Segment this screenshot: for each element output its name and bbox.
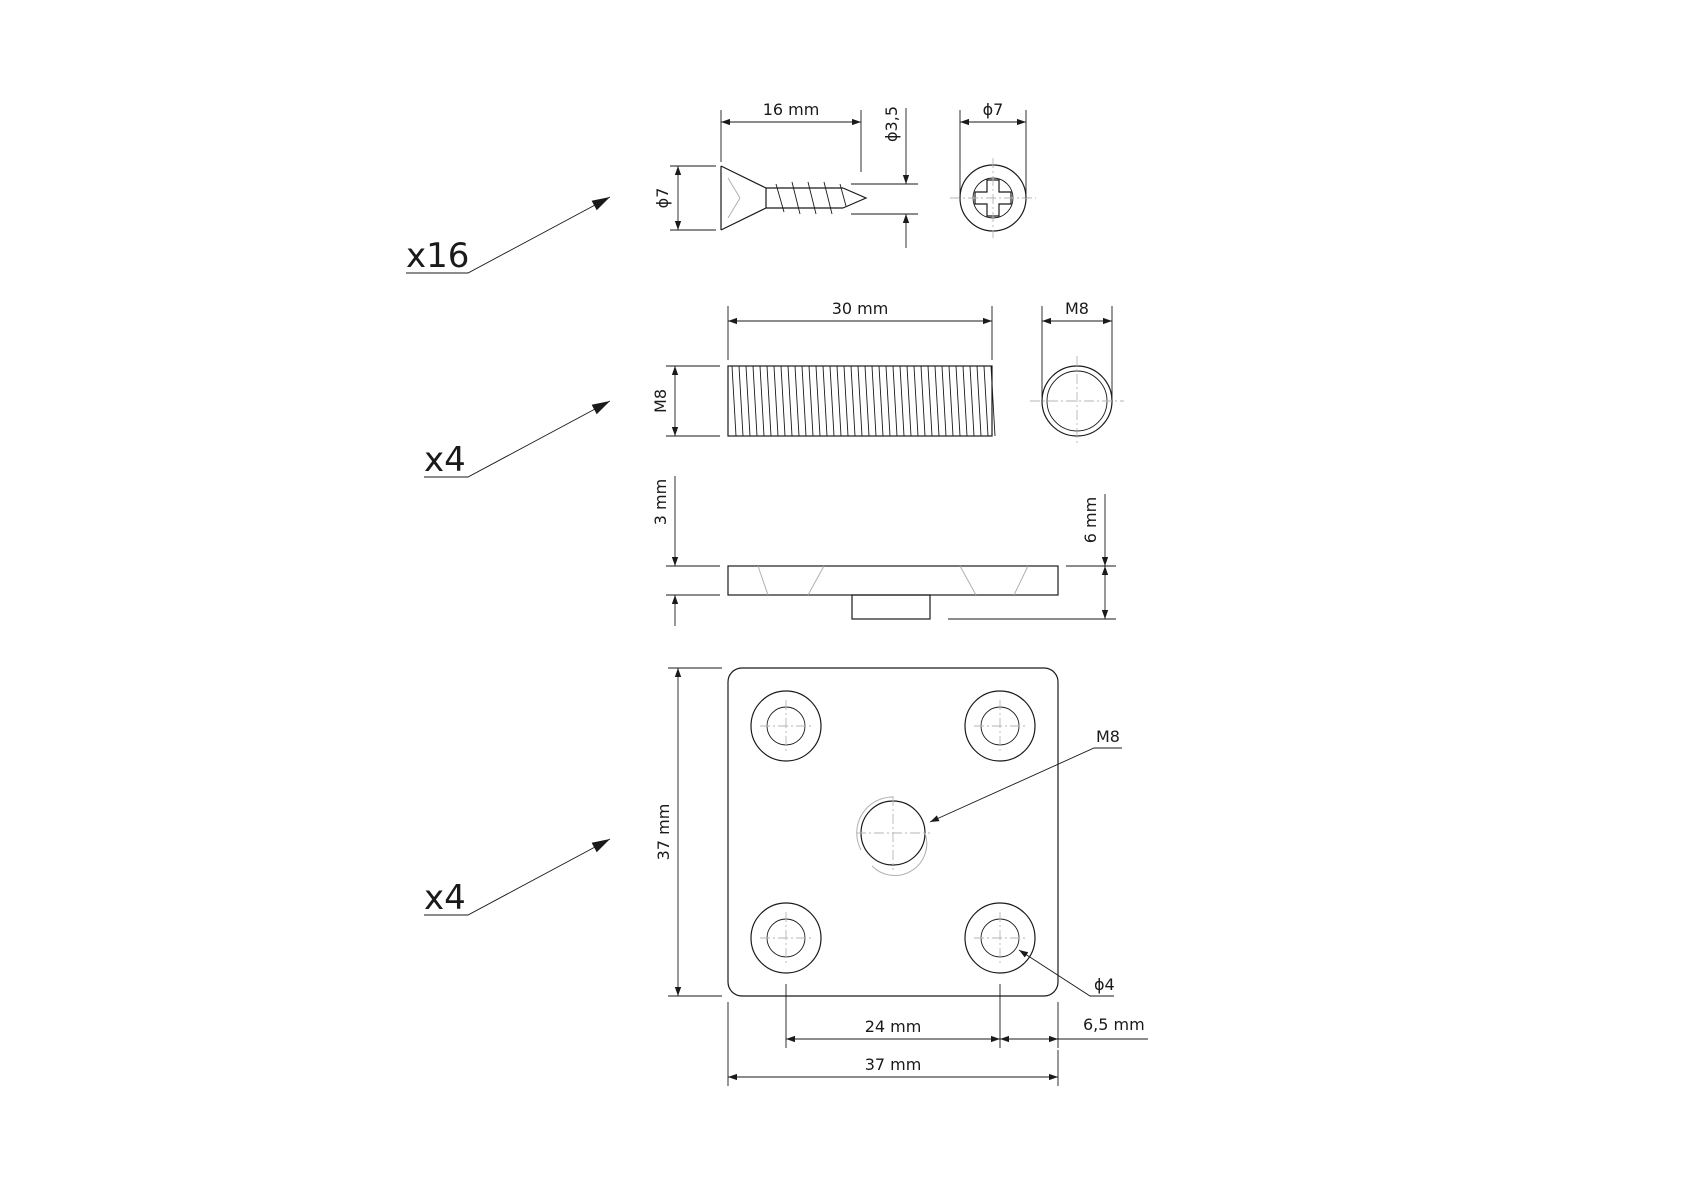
countersink-lines (757, 565, 1029, 596)
quantity-callout-studs: x4 (424, 400, 611, 480)
extension-line (727, 1002, 1059, 1086)
callout-label-hole-diameter: ϕ4 (1094, 975, 1115, 994)
dimension-label-plate-width: 37 mm (865, 1055, 922, 1074)
quantity-callout-screws: x16 (406, 196, 611, 276)
mounting-hole-top-right (964, 690, 1036, 762)
stud-thread (731, 365, 996, 437)
mounting-hole-bottom-right (964, 902, 1036, 974)
dimension-label-edge-offset: 6,5 mm (1083, 1015, 1145, 1034)
mounting-hole-top-left (750, 690, 822, 762)
screw-thread (775, 181, 847, 215)
callout-label-center-thread: M8 (1096, 727, 1120, 746)
screw-head-recess (727, 177, 741, 219)
leader-arrow (424, 400, 611, 478)
threaded-stud-side-view: 30 mm M8 (651, 299, 996, 437)
extension-line (851, 183, 918, 215)
dimension-label-plate-height: 37 mm (654, 804, 673, 861)
extension-line (666, 365, 720, 437)
threaded-stud-end-view: M8 (1030, 299, 1124, 446)
extension-line (670, 165, 716, 231)
dimension-label-hole-spacing: 24 mm (865, 1017, 922, 1036)
extension-line (727, 306, 993, 360)
center-threaded-hole (856, 796, 930, 876)
wood-screw-side-view: 16 mm ϕ3,5 ϕ7 (653, 100, 918, 248)
phillips-cross-icon (974, 179, 1012, 217)
dimension-label-stud-length: 30 mm (832, 299, 889, 318)
threaded-boss (851, 594, 931, 620)
extension-line (785, 984, 1059, 1048)
quantity-label-screws: x16 (406, 236, 469, 276)
screw-tip (842, 187, 868, 209)
leader-arrow (424, 838, 611, 916)
dimension-label-stud-thread: M8 (651, 389, 670, 413)
mounting-hole-bottom-left (750, 902, 822, 974)
mounting-plate-top-view: M8 ϕ4 37 mm 24 mm 6,5 mm 37 mm (654, 667, 1148, 1086)
extension-line (668, 667, 722, 997)
dimension-label-plate-total-height: 6 mm (1081, 497, 1100, 543)
extension-line (666, 565, 720, 596)
dimension-label-screw-head: ϕ7 (653, 188, 672, 209)
screw-head (720, 165, 767, 231)
quantity-label-plates: x4 (424, 878, 466, 918)
quantity-label-studs: x4 (424, 440, 466, 480)
leader-arrow (929, 747, 1122, 823)
dimension-label-plate-thickness: 3 mm (651, 479, 670, 525)
dimension-label-screw-length: 16 mm (763, 100, 820, 119)
stud-body (727, 365, 993, 437)
plate-outline (727, 667, 1059, 997)
dimension-label-screw-end-head: ϕ7 (983, 100, 1004, 119)
extension-line (948, 565, 1116, 620)
extension-line (720, 110, 862, 172)
quantity-callout-plates: x4 (424, 838, 611, 918)
wood-screw-end-view: ϕ7 (950, 100, 1036, 238)
leader-arrow (1018, 949, 1114, 997)
leader-arrow (406, 196, 611, 274)
dimension-label-stud-end-thread: M8 (1065, 299, 1089, 318)
plate-profile (727, 565, 1059, 596)
mounting-plate-side-view: 3 mm 6 mm (651, 476, 1116, 626)
dimension-label-screw-shank: ϕ3,5 (882, 106, 901, 142)
